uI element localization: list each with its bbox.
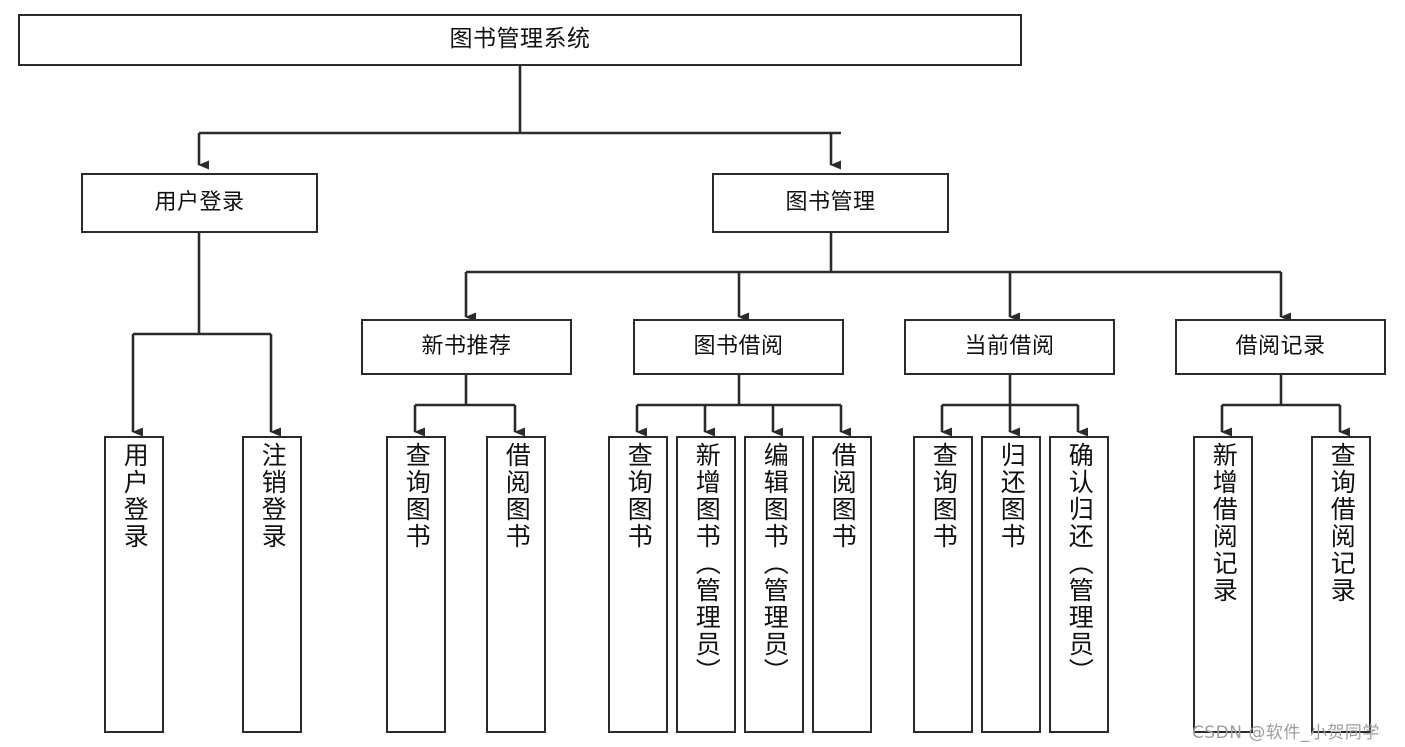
node-book-borrow[interactable]: 图书借阅 [633,319,844,375]
leaf-query-book-3-label: 查询图书 [929,442,959,550]
leaf-user-login-label: 用户登录 [120,442,150,550]
leaf-confirm-return-label: 确认归还（管理员） [1065,442,1095,685]
leaf-return-book-label: 归还图书 [997,442,1027,550]
leaf-add-borrow-record-label: 新增借阅记录 [1209,442,1239,604]
leaf-logout-label: 注销登录 [258,442,288,550]
node-book-manage[interactable]: 图书管理 [712,173,949,233]
leaf-borrow-book-2-label: 借阅图书 [828,442,858,550]
leaf-add-book[interactable]: 新增图书（管理员） [676,436,736,733]
leaf-query-borrow-record-label: 查询借阅记录 [1327,442,1357,604]
node-user-login[interactable]: 用户登录 [81,173,318,233]
leaf-query-book-3[interactable]: 查询图书 [913,436,973,733]
leaf-confirm-return[interactable]: 确认归还（管理员） [1049,436,1109,733]
leaf-borrow-book-1-label: 借阅图书 [502,442,532,550]
leaf-query-book-1-label: 查询图书 [402,442,432,550]
leaf-return-book[interactable]: 归还图书 [981,436,1041,733]
leaf-add-borrow-record[interactable]: 新增借阅记录 [1193,436,1253,733]
leaf-query-book-2-label: 查询图书 [624,442,654,550]
leaf-query-book-2[interactable]: 查询图书 [608,436,668,733]
node-new-book-recommend-label: 新书推荐 [421,333,512,359]
csdn-watermark: CSDN @软件_小贺同学 [1192,723,1380,743]
leaf-logout[interactable]: 注销登录 [242,436,302,733]
node-current-borrow-label: 当前借阅 [964,333,1055,359]
leaf-edit-book-label: 编辑图书（管理员） [760,442,790,685]
leaf-edit-book[interactable]: 编辑图书（管理员） [744,436,804,733]
leaf-query-borrow-record[interactable]: 查询借阅记录 [1311,436,1371,733]
node-borrow-record-label: 借阅记录 [1235,333,1326,359]
node-current-borrow[interactable]: 当前借阅 [904,319,1115,375]
leaf-add-book-label: 新增图书（管理员） [692,442,722,685]
node-book-borrow-label: 图书借阅 [693,333,784,359]
node-new-book-recommend[interactable]: 新书推荐 [361,319,572,375]
leaf-borrow-book-2[interactable]: 借阅图书 [812,436,872,733]
leaf-borrow-book-1[interactable]: 借阅图书 [486,436,546,733]
node-book-manage-label: 图书管理 [785,189,876,215]
node-root[interactable]: 图书管理系统 [18,14,1022,66]
node-root-label: 图书管理系统 [449,26,591,53]
node-borrow-record[interactable]: 借阅记录 [1175,319,1386,375]
leaf-query-book-1[interactable]: 查询图书 [386,436,446,733]
leaf-user-login[interactable]: 用户登录 [104,436,164,733]
node-user-login-label: 用户登录 [154,189,245,215]
